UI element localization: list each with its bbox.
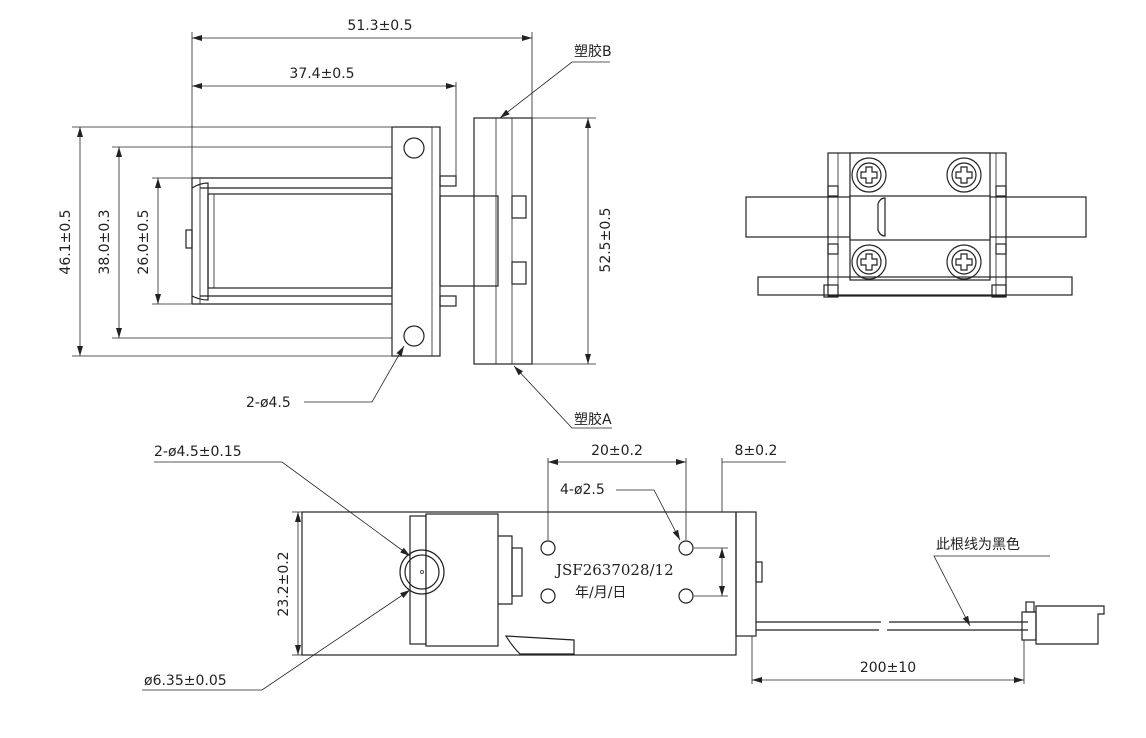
side-view — [745, 152, 1087, 298]
screw-icon — [946, 244, 982, 280]
label-plastic-b: 塑胶B — [574, 43, 612, 60]
dim-wire-length: 200±10 — [860, 660, 916, 676]
dim-edge-offset: 8±0.2 — [735, 443, 778, 459]
label-mount-holes-bottom: 2-ø4.5±0.15 — [154, 444, 242, 460]
dim-body-height: 23.2±0.2 — [276, 551, 292, 616]
part-number: JSF2637028/12 — [554, 561, 674, 579]
label-plunger-dia: ø6.35±0.05 — [144, 673, 227, 689]
label-small-holes: 4-ø2.5 — [560, 482, 605, 498]
top-view: 23.2±0.2 20±0.2 8±0.2 4-ø2.5 JSF2637028/… — [142, 443, 1105, 691]
dim-height-inner: 38.0±0.3 — [97, 209, 113, 274]
screw-icon — [851, 157, 887, 193]
dim-height-total: 46.1±0.5 — [58, 209, 74, 274]
dim-plastic-height: 52.5±0.5 — [598, 207, 614, 272]
screw-icon — [946, 157, 982, 193]
dim-hole-spacing: 20±0.2 — [591, 443, 643, 459]
date-code: 年/月/日 — [575, 585, 626, 601]
label-plastic-a: 塑胶A — [574, 411, 612, 428]
label-wire-note: 此根线为黑色 — [936, 536, 1020, 553]
dim-height-coil: 26.0±0.5 — [136, 209, 152, 274]
label-mount-holes-top: 2-ø4.5 — [246, 395, 291, 411]
front-view: 51.3±0.5 37.4±0.5 46.1±0.5 38.0±0.3 26.0… — [58, 18, 614, 429]
dim-overall-length: 51.3±0.5 — [347, 18, 412, 34]
screw-icon — [851, 244, 887, 280]
dim-body-length: 37.4±0.5 — [289, 66, 354, 82]
